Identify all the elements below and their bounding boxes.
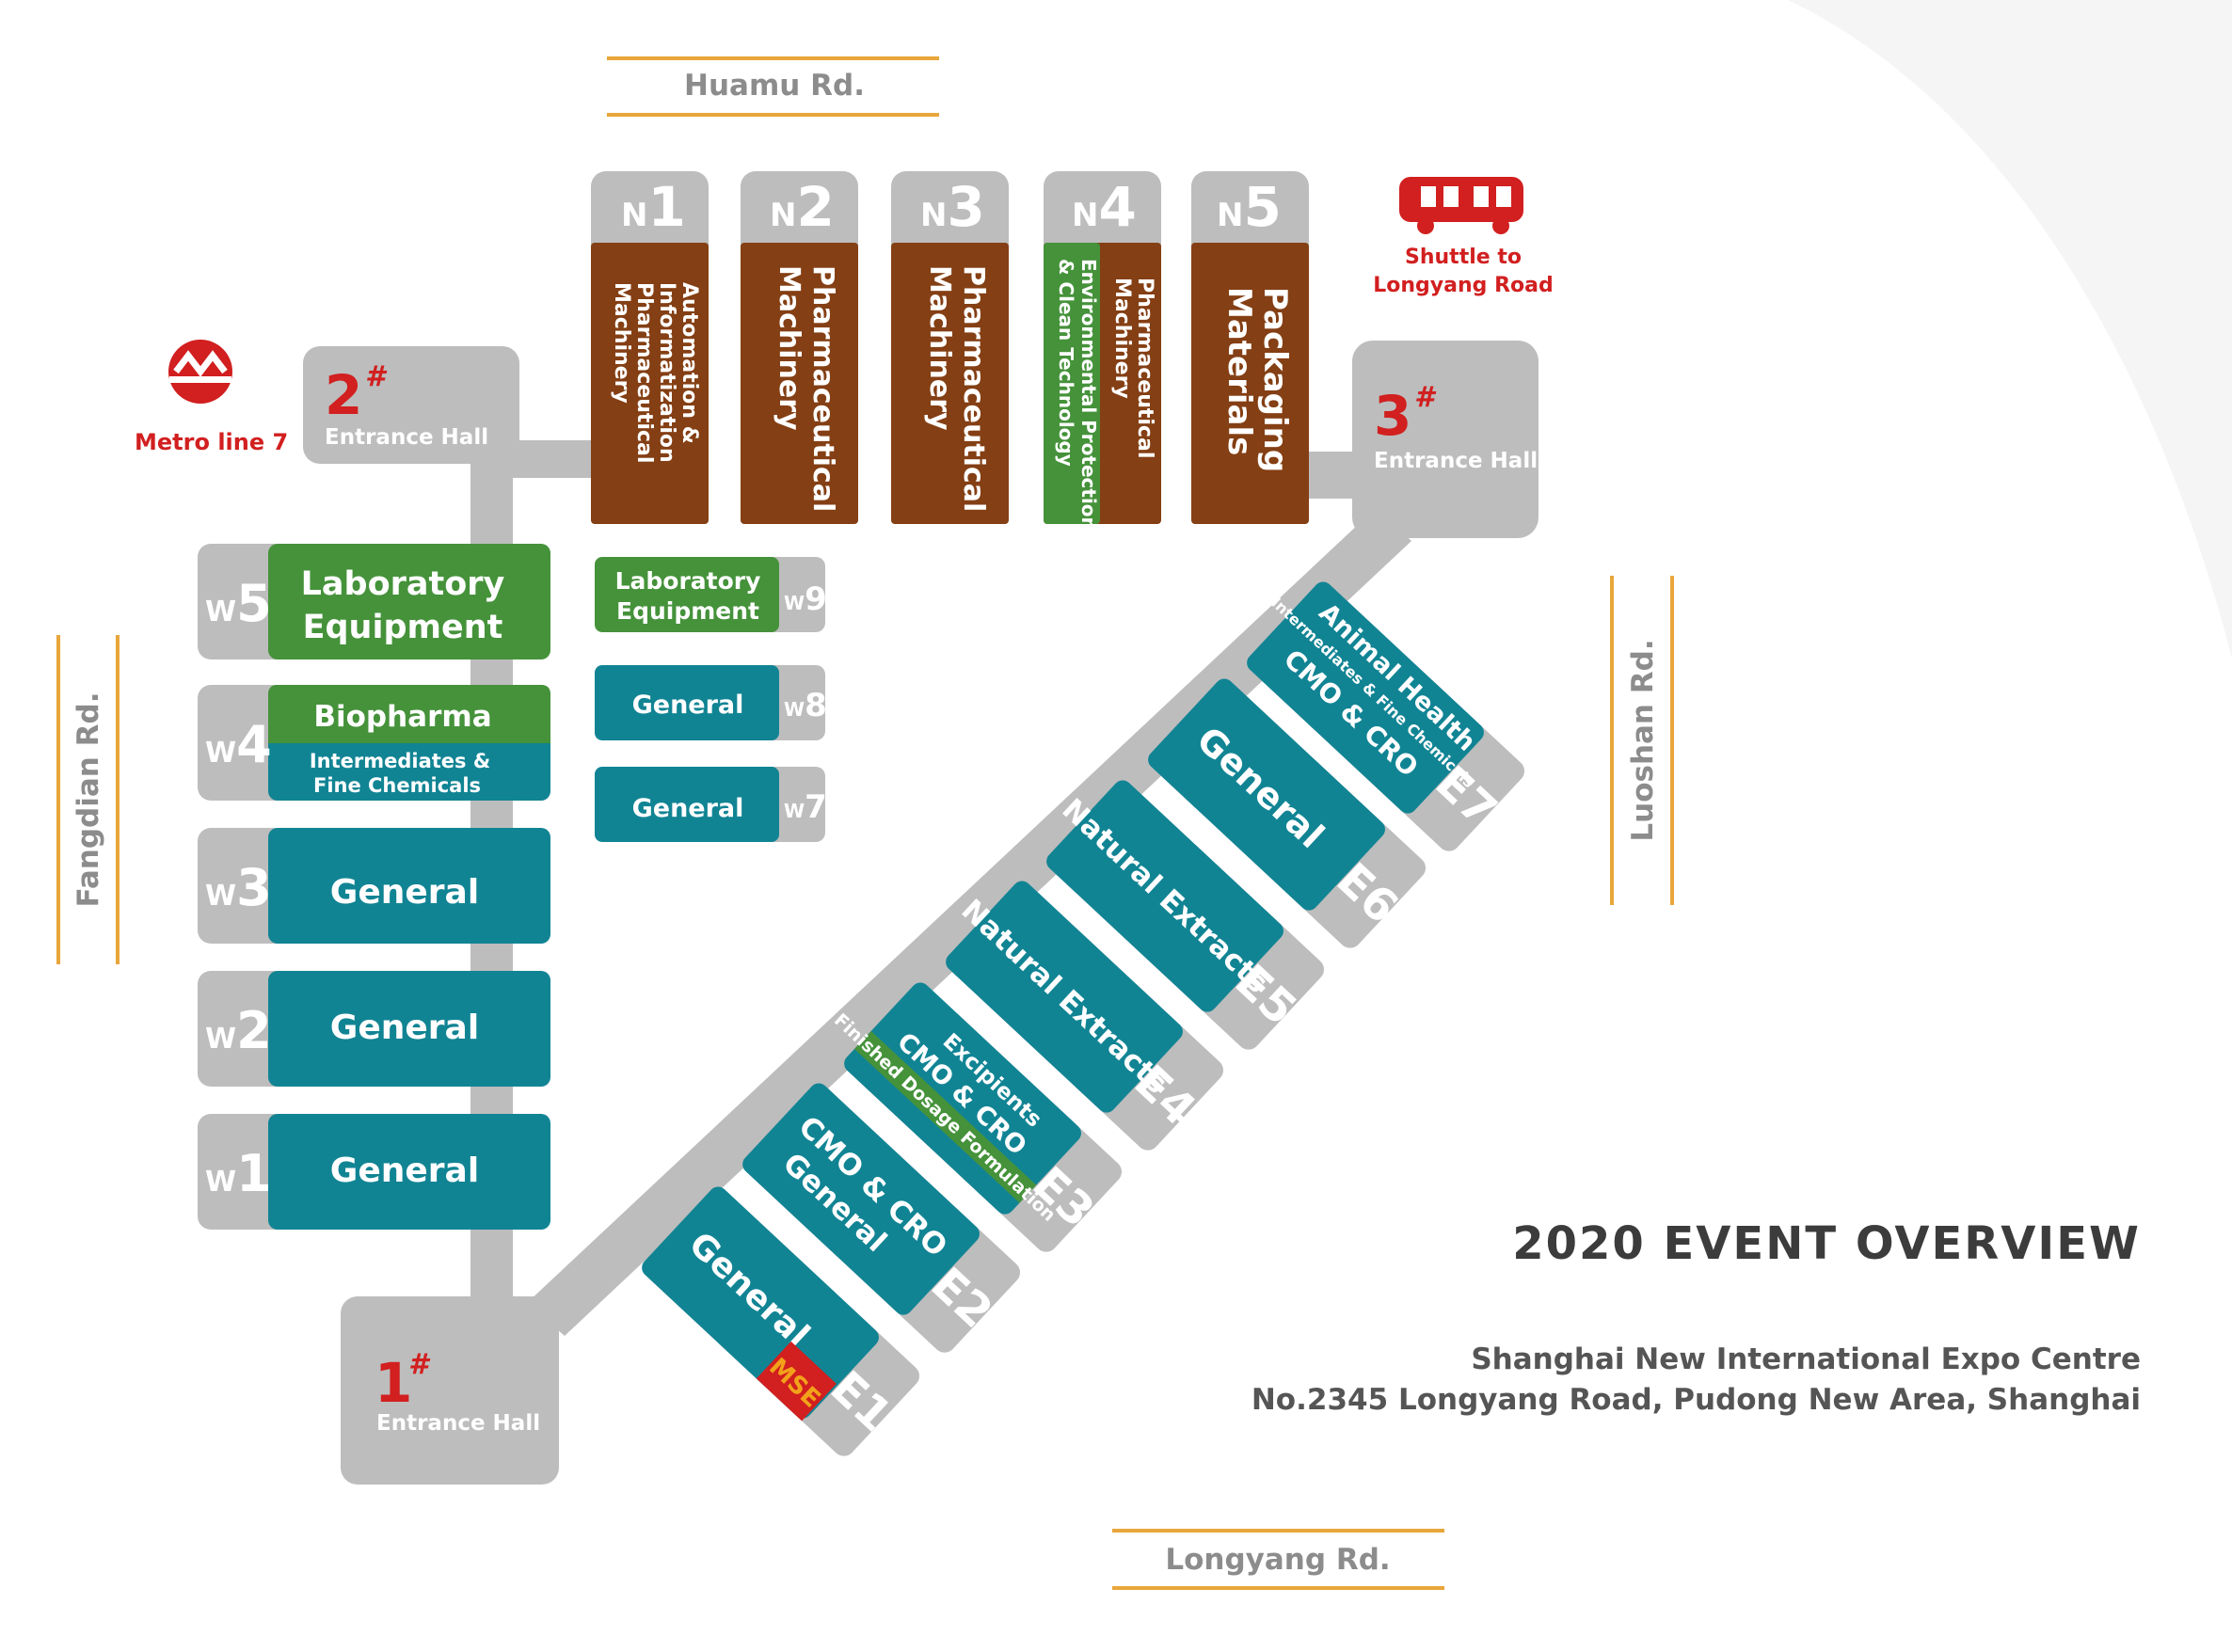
svg-text:Pharmaceutical: Pharmaceutical [806,265,839,512]
svg-text:Automation &: Automation & [678,282,701,444]
hall-w4-id: W4 [205,715,272,774]
svg-text:Environmental Protection: Environmental Protection [1077,259,1100,531]
hall-w1[interactable]: W1 General [198,1114,550,1230]
background-wash [1788,0,2232,659]
hall-w7-id: W7 [784,788,827,826]
hall-e2[interactable]: CMO & CRO General E2 [739,1079,1027,1358]
entrance-3-label: Entrance Hall [1374,449,1538,473]
hall-n5-id: N5 [1217,175,1282,239]
hall-n4-category: Pharmaceutical Machinery [1110,278,1156,458]
hall-w3-line1: General [330,873,479,912]
hall-w7[interactable]: W7 General [595,767,827,842]
hall-w7-line1: General [632,794,744,823]
hall-w5-id: W5 [205,574,272,633]
hall-n1-category: Automation & Informatization Pharmaceuti… [610,282,701,463]
hall-w2-id: W2 [205,1001,272,1060]
road-north: Huamu Rd. [607,56,939,117]
hall-w9-id: W9 [784,580,827,618]
svg-text:Materials: Materials [1220,287,1258,455]
svg-text:Packaging: Packaging [1256,287,1294,472]
hall-n2[interactable]: N2 Pharmaceutical Machinery [741,171,858,524]
hall-n4[interactable]: N4 Pharmaceutical Machinery Environmenta… [1044,171,1161,531]
road-west-label: Fangdian Rd. [72,692,105,908]
metro-label: Metro line 7 [135,429,288,455]
hall-n4-green-strip [1044,243,1100,524]
road-south: Longyang Rd. [1112,1529,1444,1590]
svg-text:Machinery: Machinery [923,265,956,431]
hall-n4-green-category: Environmental Protection & Clean Technol… [1055,259,1100,531]
hall-w3-id: W3 [205,858,272,917]
hall-n2-id: N2 [770,175,835,239]
road-north-label: Huamu Rd. [684,69,865,103]
svg-text:& Clean Technology: & Clean Technology [1055,259,1077,467]
hall-w5-line2: Equipment [303,609,503,646]
overview-address: No.2345 Longyang Road, Pudong New Area, … [1252,1383,2141,1417]
hall-w9[interactable]: W9 Laboratory Equipment [595,557,827,632]
hall-w9-line1: Laboratory [615,567,761,595]
hall-n3[interactable]: N3 Pharmaceutical Machinery [891,171,1009,524]
hall-n5[interactable]: N5 Packaging Materials [1191,171,1309,524]
svg-text:Informatization: Informatization [655,282,678,463]
hall-w9-line2: Equipment [616,597,759,625]
overview-venue: Shanghai New International Expo Centre [1471,1342,2141,1376]
entrance-1-label: Entrance Hall [376,1411,540,1436]
hall-e3-green-band [854,1030,1037,1203]
hall-n1-id: N1 [621,175,686,239]
shuttle-label-line1: Shuttle to [1405,246,1522,269]
hall-w2-line1: General [330,1009,479,1047]
svg-text:Pharmaceutical: Pharmaceutical [1133,278,1156,458]
svg-text:Machinery: Machinery [773,265,805,431]
hall-w8-id: W8 [784,687,827,724]
hall-w1-line1: General [330,1152,479,1190]
entrance-1[interactable]: 1 # Entrance Hall [341,1296,559,1485]
hall-w4-top: Biopharma [313,700,491,734]
hall-w8[interactable]: W8 General [595,665,827,740]
hall-w2[interactable]: W2 General [198,971,550,1087]
entrance-1-mark: # [408,1348,431,1381]
hall-w4-line2: Fine Chemicals [313,774,481,797]
hall-n3-category: Pharmaceutical Machinery [923,265,990,512]
hall-w4-line1: Intermediates & [310,750,490,772]
metro-logo-icon [168,340,232,404]
shuttle-stop[interactable]: Shuttle to Longyang Road [1373,177,1554,297]
entrance-1-number: 1 [375,1351,412,1415]
entrance-3-number: 3 [1374,384,1411,448]
hall-w8-line1: General [632,691,744,720]
svg-text:Pharmaceutical: Pharmaceutical [632,282,656,463]
hall-n4-id: N4 [1072,175,1137,239]
hall-w3[interactable]: W3 General [198,828,550,944]
svg-text:Pharmaceutical: Pharmaceutical [957,265,990,512]
hall-w4[interactable]: W4 Biopharma Intermediates & Fine Chemic… [198,685,550,801]
shuttle-label-line2: Longyang Road [1373,274,1553,297]
road-east-label: Luoshan Rd. [1626,639,1660,841]
svg-text:Machinery: Machinery [610,282,633,404]
svg-text:Machinery: Machinery [1110,278,1134,399]
road-south-label: Longyang Rd. [1165,1543,1390,1577]
hall-n3-id: N3 [920,175,985,239]
hall-w1-id: W1 [205,1144,272,1203]
hall-w5-line1: Laboratory [301,565,505,603]
hall-n2-category: Pharmaceutical Machinery [773,265,839,512]
entrance-2-number: 2 [325,363,362,427]
metro-line-7[interactable]: Metro line 7 [135,340,288,455]
hall-n1[interactable]: N1 Automation & Informatization Pharmace… [591,171,709,524]
hall-w5[interactable]: W5 Laboratory Equipment [198,544,550,659]
entrance-2-mark: # [365,360,388,393]
event-overview: 2020 EVENT OVERVIEW Shanghai New Interna… [1252,1217,2141,1417]
hall-n5-category: Packaging Materials [1220,287,1294,472]
entrance-3[interactable]: 3 # Entrance Hall [1352,341,1538,538]
road-west: Fangdian Rd. [56,635,120,964]
entrance-2[interactable]: 2 # Entrance Hall [303,346,519,464]
road-east: Luoshan Rd. [1610,576,1674,905]
overview-title: 2020 EVENT OVERVIEW [1512,1217,2141,1270]
bus-icon [1399,177,1523,234]
entrance-3-mark: # [1414,381,1437,414]
entrance-2-label: Entrance Hall [325,425,488,450]
